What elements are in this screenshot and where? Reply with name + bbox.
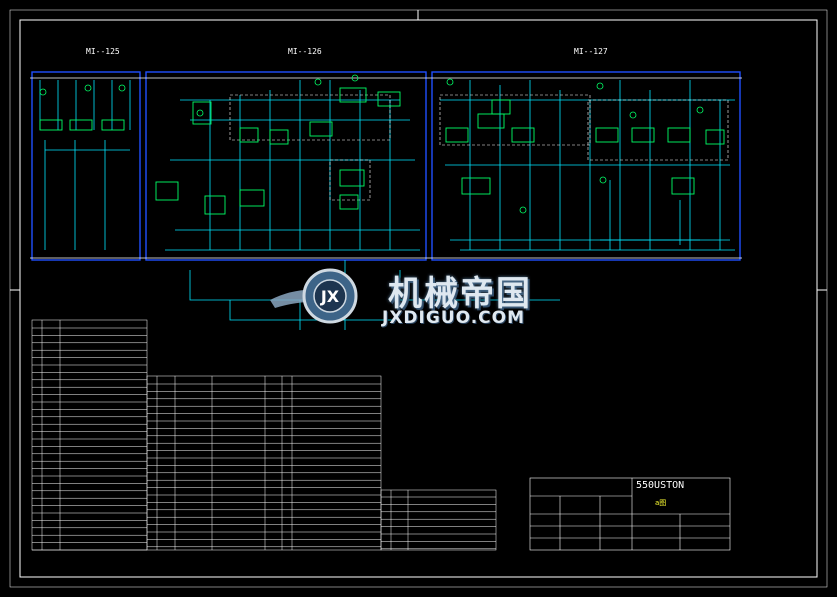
watermark: 机械帝国 JXDIGUO.COM: [270, 262, 570, 340]
title-block-title: 550USTON: [636, 480, 685, 491]
parts-list-table: [31, 319, 497, 551]
watermark-cn-text: 机械帝国: [388, 274, 532, 314]
hydraulic-lines: [39, 80, 735, 330]
pilot-lines: [229, 94, 729, 201]
module-label-m127: MI--127: [574, 47, 608, 56]
circle-symbols: [39, 74, 704, 214]
valve-symbols: [39, 87, 725, 215]
svg-text:JX: JX: [320, 287, 340, 306]
module-box-m125: [31, 71, 141, 261]
module-box-m126: [145, 71, 427, 261]
drawing-frame: [9, 9, 828, 588]
title-block: [529, 477, 731, 551]
module-label-m125: MI--125: [86, 47, 120, 56]
title-block-sub: a图: [655, 499, 667, 507]
module-label-m126: MI--126: [288, 47, 322, 56]
watermark-logo: JX: [270, 268, 358, 324]
module-box-m127: [431, 71, 741, 261]
watermark-en-text: JXDIGUO.COM: [382, 308, 526, 328]
module-borders: [31, 71, 741, 261]
